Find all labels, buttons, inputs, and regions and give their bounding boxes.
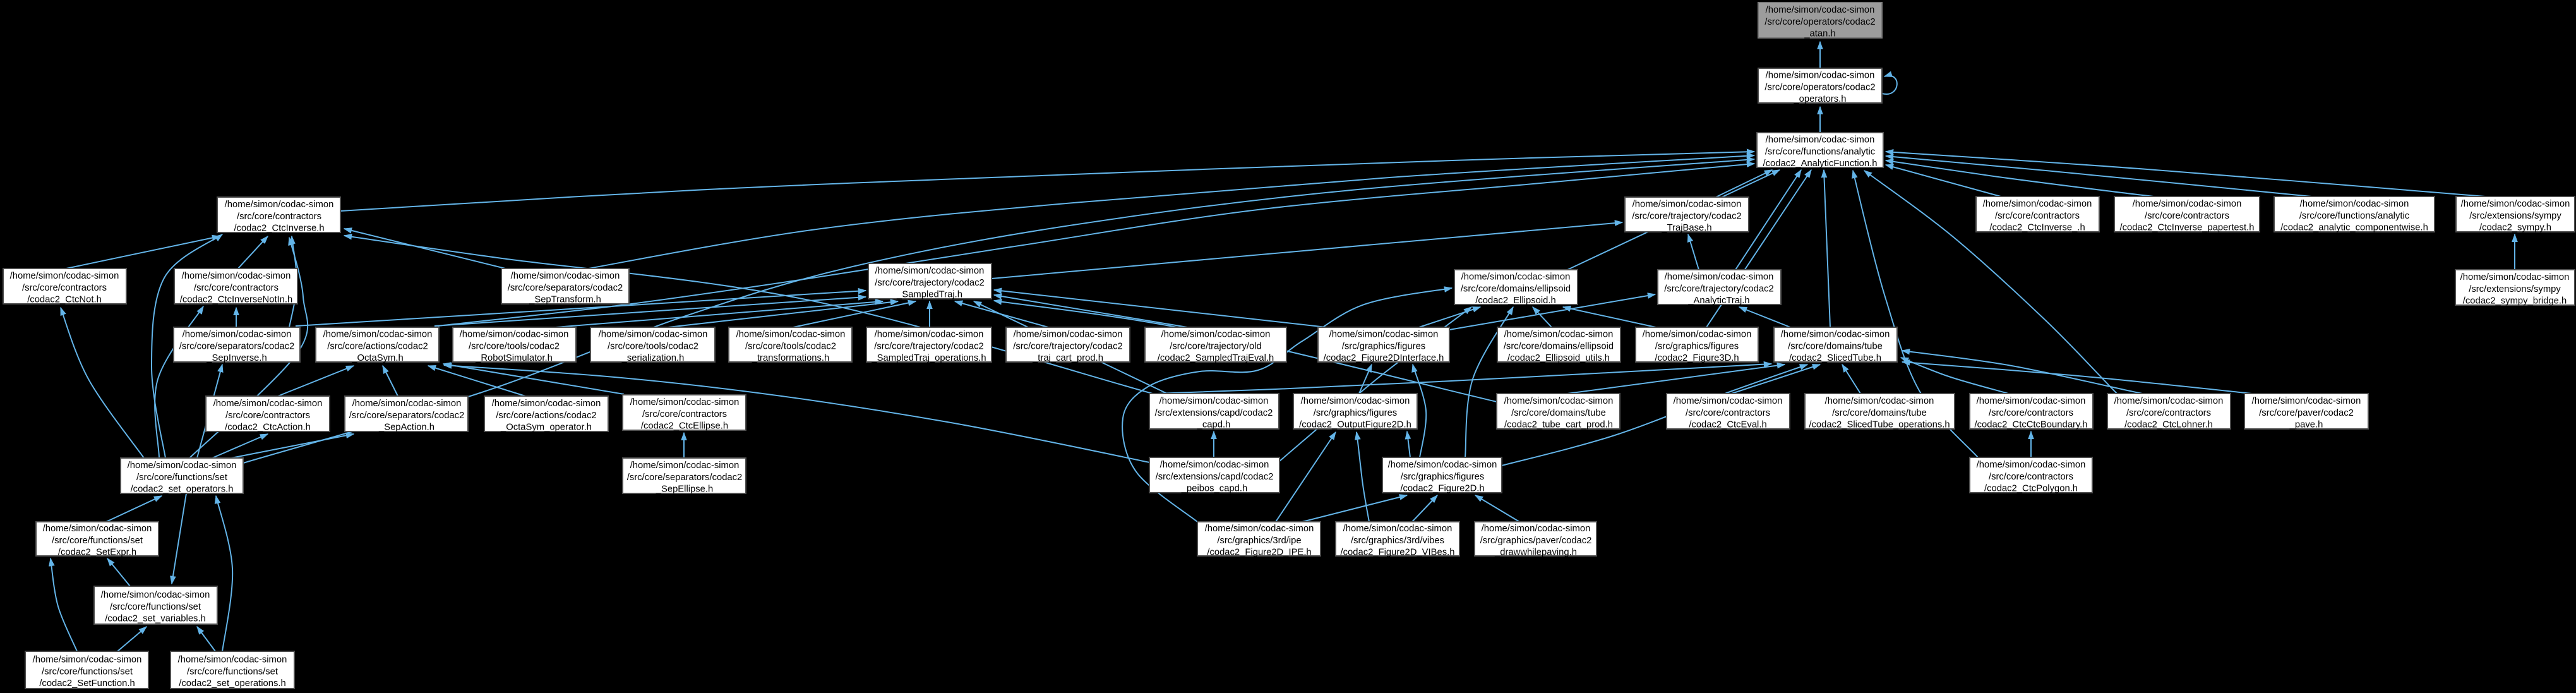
- svg-text:/home/simon/codac-simon/src/co: /home/simon/codac-simon/src/core/contrac…: [10, 271, 119, 305]
- svg-text:/home/simon/codac-simon/src/co: /home/simon/codac-simon/src/core/functio…: [128, 461, 237, 495]
- svg-text:/home/simon/codac-simon/src/co: /home/simon/codac-simon/src/core/functio…: [1763, 135, 1878, 169]
- svg-text:/home/simon/codac-simon/src/co: /home/simon/codac-simon/src/core/contrac…: [225, 200, 334, 234]
- svg-text:/home/simon/codac-simon/src/co: /home/simon/codac-simon/src/core/contrac…: [1674, 396, 1783, 430]
- svg-text:/home/simon/codac-simon/src/co: /home/simon/codac-simon/src/core/domains…: [1504, 330, 1614, 364]
- svg-text:/home/simon/codac-simon/src/co: /home/simon/codac-simon/src/core/traject…: [1013, 330, 1123, 364]
- svg-text:/home/simon/codac-simon/src/gr: /home/simon/codac-simon/src/graphics/3rd…: [1341, 524, 1455, 558]
- svg-text:/home/simon/codac-simon/src/co: /home/simon/codac-simon/src/core/contrac…: [630, 397, 740, 431]
- svg-text:/home/simon/codac-simon/src/ex: /home/simon/codac-simon/src/extensions/s…: [2460, 272, 2570, 306]
- svg-text:/home/simon/codac-simon/src/co: /home/simon/codac-simon/src/core/traject…: [1158, 330, 1274, 364]
- svg-text:/home/simon/codac-simon/src/co: /home/simon/codac-simon/src/core/functio…: [2280, 199, 2428, 233]
- svg-text:/home/simon/codac-simon/src/co: /home/simon/codac-simon/src/core/domains…: [1781, 330, 1890, 364]
- svg-text:/home/simon/codac-simon/src/co: /home/simon/codac-simon/src/core/actions…: [492, 399, 601, 433]
- svg-text:/home/simon/codac-simon/src/co: /home/simon/codac-simon/src/core/contrac…: [1977, 460, 2086, 494]
- svg-text:/home/simon/codac-simon/src/co: /home/simon/codac-simon/src/core/tools/c…: [460, 330, 569, 364]
- svg-text:/home/simon/codac-simon/src/co: /home/simon/codac-simon/src/core/contrac…: [180, 271, 292, 305]
- svg-text:/home/simon/codac-simon/src/gr: /home/simon/codac-simon/src/graphics/fig…: [1388, 460, 1497, 494]
- svg-text:/home/simon/codac-simon/src/gr: /home/simon/codac-simon/src/graphics/fig…: [1324, 330, 1444, 364]
- svg-text:/home/simon/codac-simon/src/co: /home/simon/codac-simon/src/core/functio…: [101, 590, 210, 624]
- svg-text:/home/simon/codac-simon/src/gr: /home/simon/codac-simon/src/graphics/3rd…: [1205, 524, 1314, 558]
- svg-text:/home/simon/codac-simon/src/co: /home/simon/codac-simon/src/core/functio…: [178, 655, 287, 689]
- svg-text:/home/simon/codac-simon/src/co: /home/simon/codac-simon/src/core/domains…: [1461, 272, 1571, 306]
- svg-text:/home/simon/codac-simon/src/gr: /home/simon/codac-simon/src/graphics/fig…: [1299, 396, 1411, 430]
- svg-text:/home/simon/codac-simon/src/co: /home/simon/codac-simon/src/core/domains…: [1504, 396, 1614, 430]
- svg-text:/home/simon/codac-simon/src/co: /home/simon/codac-simon/src/core/contrac…: [1974, 396, 2087, 430]
- svg-text:/home/simon/codac-simon/src/co: /home/simon/codac-simon/src/core/functio…: [43, 524, 152, 558]
- svg-text:/home/simon/codac-simon/src/co: /home/simon/codac-simon/src/core/tools/c…: [736, 330, 846, 364]
- svg-text:/home/simon/codac-simon/src/co: /home/simon/codac-simon/src/core/functio…: [33, 655, 142, 689]
- svg-text:/home/simon/codac-simon/src/co: /home/simon/codac-simon/src/core/separat…: [508, 271, 623, 305]
- svg-text:/home/simon/codac-simon/src/co: /home/simon/codac-simon/src/core/contrac…: [1983, 199, 2092, 233]
- svg-text:/home/simon/codac-simon/src/co: /home/simon/codac-simon/src/core/contrac…: [2114, 396, 2224, 430]
- svg-text:/home/simon/codac-simon/src/co: /home/simon/codac-simon/src/core/contrac…: [213, 399, 323, 433]
- svg-text:/home/simon/codac-simon/src/co: /home/simon/codac-simon/src/core/traject…: [871, 330, 986, 364]
- svg-text:/home/simon/codac-simon/src/co: /home/simon/codac-simon/src/core/domains…: [1809, 396, 1950, 430]
- svg-text:/home/simon/codac-simon/src/gr: /home/simon/codac-simon/src/graphics/pav…: [1480, 524, 1592, 558]
- svg-text:/home/simon/codac-simon/src/gr: /home/simon/codac-simon/src/graphics/fig…: [1643, 330, 1752, 364]
